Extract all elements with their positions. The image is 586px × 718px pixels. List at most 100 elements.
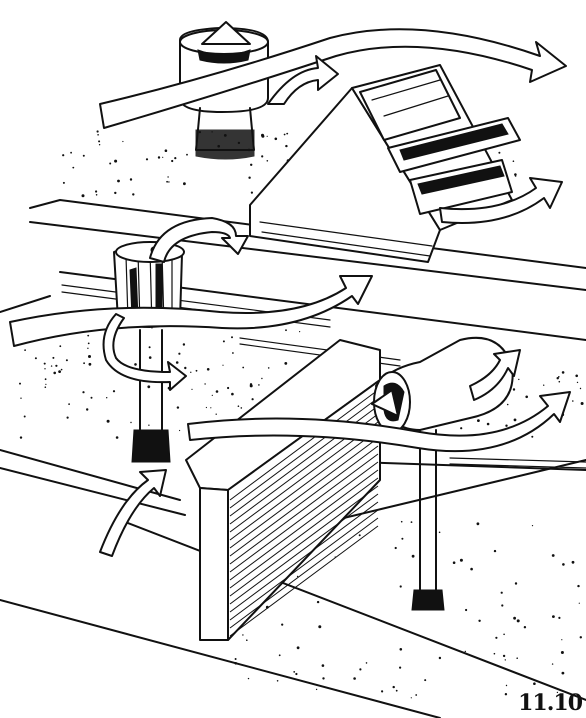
gravel-speck [58,370,61,373]
gravel-speck [67,417,69,419]
gravel-speck [231,393,234,396]
gravel-speck [51,365,52,366]
gravel-speck [206,407,207,408]
gravel-speck [134,363,137,366]
gravel-speck [177,406,179,408]
gravel-speck [411,697,412,698]
gravel-speck [515,175,516,176]
gravel-speck [268,367,270,369]
gravel-speck [453,561,456,564]
gravel-speck [460,559,463,562]
gravel-speck [505,693,507,695]
turbine-ventilator [114,242,184,462]
gravel-speck [261,155,263,157]
gravel-speck [507,404,509,406]
gravel-speck [88,355,91,358]
gravel-speck [286,133,288,135]
gravel-speck [532,525,533,526]
gravel-speck [395,547,397,549]
airflow-arrow-inlet [100,470,166,556]
gravel-speck [44,363,46,365]
gravel-speck [518,379,519,380]
gravel-speck [107,420,110,423]
gravel-speck [505,659,506,660]
gravel-speck [533,682,536,685]
gravel-speck [577,382,578,383]
gravel-speck [238,405,240,407]
gravel-speck [44,368,45,369]
figure-number: 11.10 [518,690,582,716]
airflow-arrow-middle [10,276,372,346]
gravel-speck [558,617,560,619]
gravel-speck [513,160,515,162]
gravel-speck [562,563,565,566]
airflow-arrow-turbine [150,218,248,262]
gravel-speck [297,646,300,649]
gravel-speck [72,167,74,169]
gravel-speck [487,423,490,426]
gravel-speck [106,397,107,398]
gravel-speck [515,582,517,584]
gravel-speck [186,154,188,156]
gravel-speck [149,356,152,359]
gravel-speck [183,182,186,185]
gravel-speck [261,134,264,137]
gravel-speck [322,664,325,667]
gravel-speck [62,154,64,156]
gravel-speck [166,181,168,183]
gravel-speck [35,357,37,359]
gravel-speck [59,345,61,347]
gravel-speck [281,624,283,626]
gravel-speck [580,388,581,389]
gravel-speck [524,626,526,628]
gravel-speck [251,192,253,194]
gravel-speck [477,522,480,525]
gravel-speck [581,402,584,405]
gravel-speck [168,181,169,182]
gravel-speck [579,603,580,604]
gravel-speck [109,163,111,165]
gravel-speck [66,359,68,361]
gravel-speck [401,538,403,540]
gravel-speck [158,156,160,158]
gravel-speck [559,381,561,383]
gravel-speck [284,362,287,365]
gravel-speck [580,636,582,638]
gravel-speck [24,416,26,418]
gravel-speck [130,178,132,180]
gravel-speck [277,680,279,682]
gravel-speck [552,554,555,557]
gravel-speck [86,408,88,410]
gravel-speck [148,425,149,426]
gravel-speck [575,375,578,378]
gravel-speck [322,677,324,679]
gravel-speck [113,390,115,392]
gravel-speck [494,550,496,552]
gravel-speck [470,568,473,571]
gravel-speck [513,617,516,620]
gravel-speck [572,561,575,564]
gravel-speck [316,689,317,690]
gravel-speck [299,331,300,332]
gravel-speck [439,657,441,659]
gravel-speck [248,678,249,679]
gravel-speck [114,160,117,163]
gravel-speck [400,585,402,587]
gravel-speck [396,690,398,692]
gravel-speck [513,388,515,390]
gravel-speck [258,384,260,386]
gravel-speck [130,422,131,423]
gravel-speck [68,403,70,405]
gravel-speck [82,194,85,197]
gravel-speck [179,430,180,431]
gravel-speck [176,361,179,364]
gravel-speck [495,637,497,639]
gravel-speck [45,378,47,380]
gravel-speck [82,391,84,393]
gravel-speck [204,383,205,384]
gravel-speck [165,149,168,152]
gravel-speck [411,521,413,523]
gravel-speck [184,367,186,369]
gravel-speck [561,639,562,640]
